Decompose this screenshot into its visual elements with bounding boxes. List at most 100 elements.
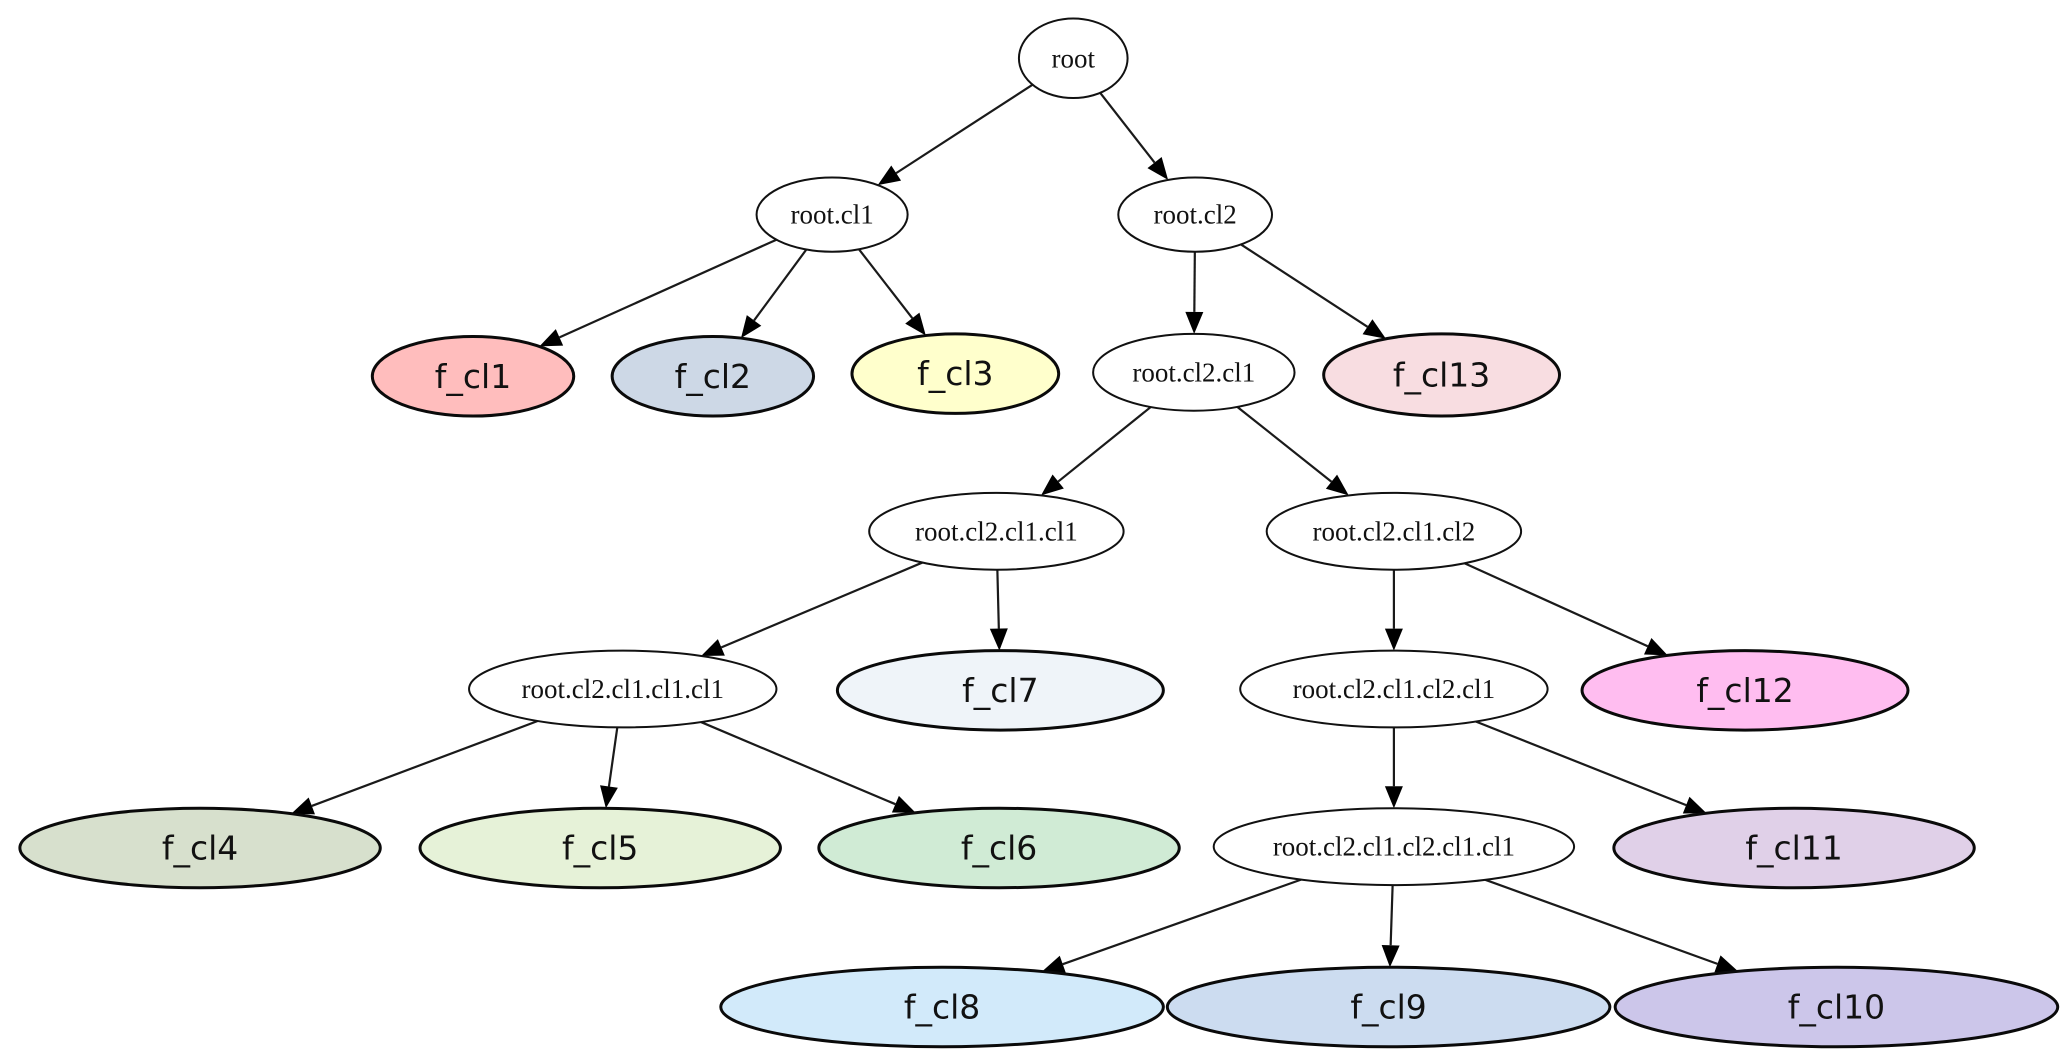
- node-label: f_cl13: [1393, 355, 1490, 394]
- node-root[interactable]: root: [1017, 17, 1129, 100]
- edge-root-cl2-cl1-cl2-cl1-cl1-to-f-cl10: [1484, 878, 1739, 973]
- edge-root-cl2-cl1-cl1-cl1-to-f-cl5: [600, 727, 619, 809]
- node-f-cl6[interactable]: f_cl6: [817, 806, 1181, 890]
- node-label: root.cl1: [790, 200, 873, 230]
- node-f-cl5[interactable]: f_cl5: [418, 806, 782, 890]
- node-label: f_cl8: [904, 988, 980, 1027]
- node-f-cl9[interactable]: f_cl9: [1165, 965, 1612, 1049]
- edge-line: [311, 719, 539, 807]
- arrowhead-icon: [1362, 319, 1386, 339]
- node-f-cl7[interactable]: f_cl7: [835, 649, 1165, 732]
- nodes-layer: root root.cl1 root.cl2 f_cl1 f_cl2 f_cl3 root.…: [18, 17, 2060, 1049]
- node-root-cl2-cl1-cl2-cl1[interactable]: root.cl2.cl1.cl2.cl1: [1239, 649, 1549, 729]
- edge-line: [1484, 878, 1718, 965]
- arrowhead-icon: [1147, 157, 1169, 180]
- node-label: f_cl6: [961, 829, 1037, 868]
- edge-root-cl2-cl1-cl2-to-f-cl12: [1464, 562, 1668, 656]
- edge-line: [1193, 251, 1196, 312]
- leaf-node-ellipse: [850, 332, 1061, 415]
- edge-root-to-root-cl2: [1099, 92, 1169, 180]
- cluster-node-ellipse: [1092, 332, 1296, 412]
- node-f-cl8[interactable]: f_cl8: [719, 965, 1165, 1049]
- cluster-node-ellipse: [468, 649, 778, 729]
- node-label: f_cl11: [1745, 829, 1842, 868]
- arrowhead-icon: [1041, 474, 1064, 496]
- edge-line: [753, 248, 808, 322]
- edge-line: [1475, 720, 1687, 807]
- node-root-cl2[interactable]: root.cl2: [1117, 176, 1274, 253]
- node-label: f_cl12: [1696, 671, 1793, 710]
- edge-line: [858, 248, 914, 319]
- node-f-cl12[interactable]: f_cl12: [1580, 649, 1910, 732]
- edge-root-cl1-to-f-cl2: [741, 248, 808, 339]
- node-label: root.cl2.cl1.cl2.cl1: [1293, 674, 1495, 704]
- cluster-node-ellipse: [1212, 807, 1576, 887]
- cluster-node-ellipse: [1017, 17, 1129, 100]
- edge-root-cl2-cl1-cl1-to-root-cl2-cl1-cl1-cl1: [701, 561, 923, 656]
- node-label: f_cl4: [162, 829, 238, 868]
- node-label: f_cl10: [1788, 988, 1885, 1027]
- edge-root-cl1-to-f-cl3: [858, 248, 926, 336]
- node-f-cl4[interactable]: f_cl4: [18, 806, 382, 890]
- node-label: f_cl3: [917, 354, 993, 393]
- node-root-cl2-cl1-cl2-cl1-cl1[interactable]: root.cl2.cl1.cl2.cl1.cl1: [1212, 807, 1576, 887]
- node-f-cl3[interactable]: f_cl3: [850, 332, 1061, 415]
- leaf-node-ellipse: [418, 806, 782, 890]
- edge-line: [1236, 406, 1333, 483]
- node-root-cl2-cl1-cl1-cl1[interactable]: root.cl2.cl1.cl1.cl1: [468, 649, 778, 729]
- edge-root-cl2-cl1-cl2-to-root-cl2-cl1-cl2-cl1: [1384, 569, 1403, 651]
- edge-root-cl2-cl1-cl2-cl1-cl1-to-f-cl9: [1381, 885, 1400, 968]
- arrowhead-icon: [1042, 955, 1066, 973]
- leaf-node-ellipse: [719, 965, 1165, 1049]
- edge-root-to-root-cl1: [877, 83, 1034, 186]
- edge-line: [720, 561, 923, 649]
- arrowhead-icon: [291, 797, 315, 815]
- node-f-cl10[interactable]: f_cl10: [1613, 965, 2060, 1049]
- arrowhead-icon: [600, 785, 618, 809]
- leaf-node-ellipse: [1613, 965, 2060, 1049]
- leaf-node-ellipse: [817, 806, 1181, 890]
- edge-root-cl2-cl1-cl2-cl1-to-root-cl2-cl1-cl2-cl1-cl1: [1384, 727, 1403, 809]
- edge-line: [1057, 406, 1152, 483]
- edge-line: [1240, 243, 1369, 328]
- edge-root-cl2-cl1-to-root-cl2-cl1-cl2: [1236, 406, 1349, 496]
- arrowhead-icon: [1381, 944, 1400, 968]
- arrowhead-icon: [891, 795, 916, 813]
- edge-root-cl2-cl1-to-root-cl2-cl1-cl1: [1041, 406, 1152, 496]
- arrowhead-icon: [1185, 311, 1204, 334]
- cluster-node-ellipse: [1265, 491, 1523, 571]
- edge-line: [1389, 885, 1394, 946]
- edge-line: [1062, 878, 1302, 966]
- cluster-node-ellipse: [1117, 176, 1274, 253]
- edge-root-cl2-to-root-cl2-cl1: [1185, 251, 1204, 334]
- cluster-node-ellipse: [1239, 649, 1549, 729]
- node-root-cl2-cl1[interactable]: root.cl2.cl1: [1092, 332, 1296, 412]
- node-root-cl2-cl1-cl1[interactable]: root.cl2.cl1.cl1: [868, 491, 1125, 571]
- arrowhead-icon: [539, 329, 564, 347]
- node-root-cl2-cl1-cl2[interactable]: root.cl2.cl1.cl2: [1265, 491, 1523, 571]
- node-f-cl11[interactable]: f_cl11: [1612, 806, 1976, 890]
- arrowhead-icon: [1384, 628, 1403, 651]
- node-f-cl1[interactable]: f_cl1: [370, 335, 576, 418]
- node-root-cl1[interactable]: root.cl1: [755, 176, 909, 253]
- node-label: f_cl1: [435, 357, 511, 396]
- arrowhead-icon: [1643, 638, 1668, 656]
- cluster-node-ellipse: [755, 176, 909, 253]
- node-f-cl2[interactable]: f_cl2: [610, 335, 816, 418]
- leaf-node-ellipse: [1165, 965, 1612, 1049]
- node-label: root.cl2.cl1: [1132, 357, 1255, 387]
- leaf-node-ellipse: [610, 335, 816, 418]
- node-label: root.cl2.cl1.cl1.cl1: [522, 674, 724, 704]
- edge-line: [895, 83, 1034, 175]
- edge-root-cl2-cl1-cl1-to-f-cl7: [989, 569, 1008, 651]
- edge-root-cl2-cl1-cl2-cl1-to-f-cl11: [1475, 720, 1707, 814]
- edge-root-cl1-to-f-cl1: [539, 238, 777, 347]
- edge-root-cl2-cl1-cl1-cl1-to-f-cl6: [700, 721, 916, 813]
- arrowhead-icon: [1384, 786, 1403, 809]
- edge-root-cl2-cl1-cl2-cl1-cl1-to-f-cl8: [1042, 878, 1302, 973]
- arrowhead-icon: [1682, 796, 1707, 814]
- edge-line: [607, 727, 619, 787]
- edge-line: [1464, 562, 1649, 648]
- node-f-cl13[interactable]: f_cl13: [1322, 332, 1562, 418]
